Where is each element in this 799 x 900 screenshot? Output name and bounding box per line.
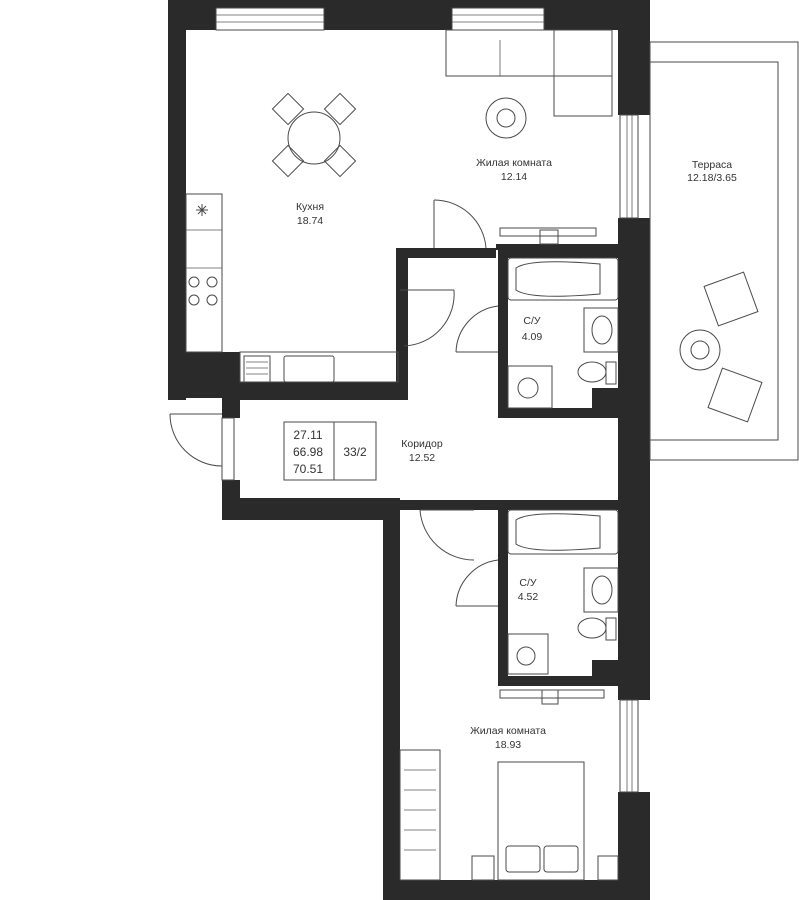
bath1-fixtures (507, 257, 619, 409)
kitchen-area: 18.74 (297, 215, 323, 227)
terrace-area: 12.18/3.65 (687, 172, 737, 184)
bedroom-furniture (399, 749, 619, 881)
corridor-area: 12.52 (409, 452, 435, 464)
kitchen-counter (185, 193, 399, 383)
bath1-name: С/У (523, 315, 541, 327)
living2-name: Жилая комната (470, 725, 546, 737)
windows (215, 7, 639, 793)
terrace-name: Терраса (692, 159, 732, 171)
kitchen-name: Кухня (296, 201, 324, 213)
terrace (649, 41, 799, 461)
summary-labels: 27.11 66.98 70.51 33/2 (293, 428, 367, 476)
summary-area1: 27.11 (293, 428, 322, 442)
dining-set (271, 92, 357, 178)
summary-box (283, 421, 377, 481)
bath2-name: С/У (519, 577, 537, 589)
living2-area: 18.93 (495, 739, 521, 751)
sofa-living1 (445, 29, 613, 245)
corridor-name: Коридор (401, 438, 443, 450)
summary-area3: 70.51 (293, 462, 323, 476)
living1-name: Жилая комната (476, 157, 552, 169)
bath2-fixtures (499, 509, 619, 705)
walls (168, 0, 650, 900)
terrace-furniture (679, 271, 763, 423)
bath2-area: 4.52 (518, 591, 539, 603)
summary-apartment: 33/2 (343, 445, 367, 459)
bath1-area: 4.09 (522, 331, 543, 343)
living1-area: 12.14 (501, 171, 527, 183)
summary-area2: 66.98 (293, 445, 323, 459)
room-labels: Кухня 18.74 Жилая комната 12.14 Терраса … (296, 157, 737, 751)
doors (169, 199, 499, 607)
